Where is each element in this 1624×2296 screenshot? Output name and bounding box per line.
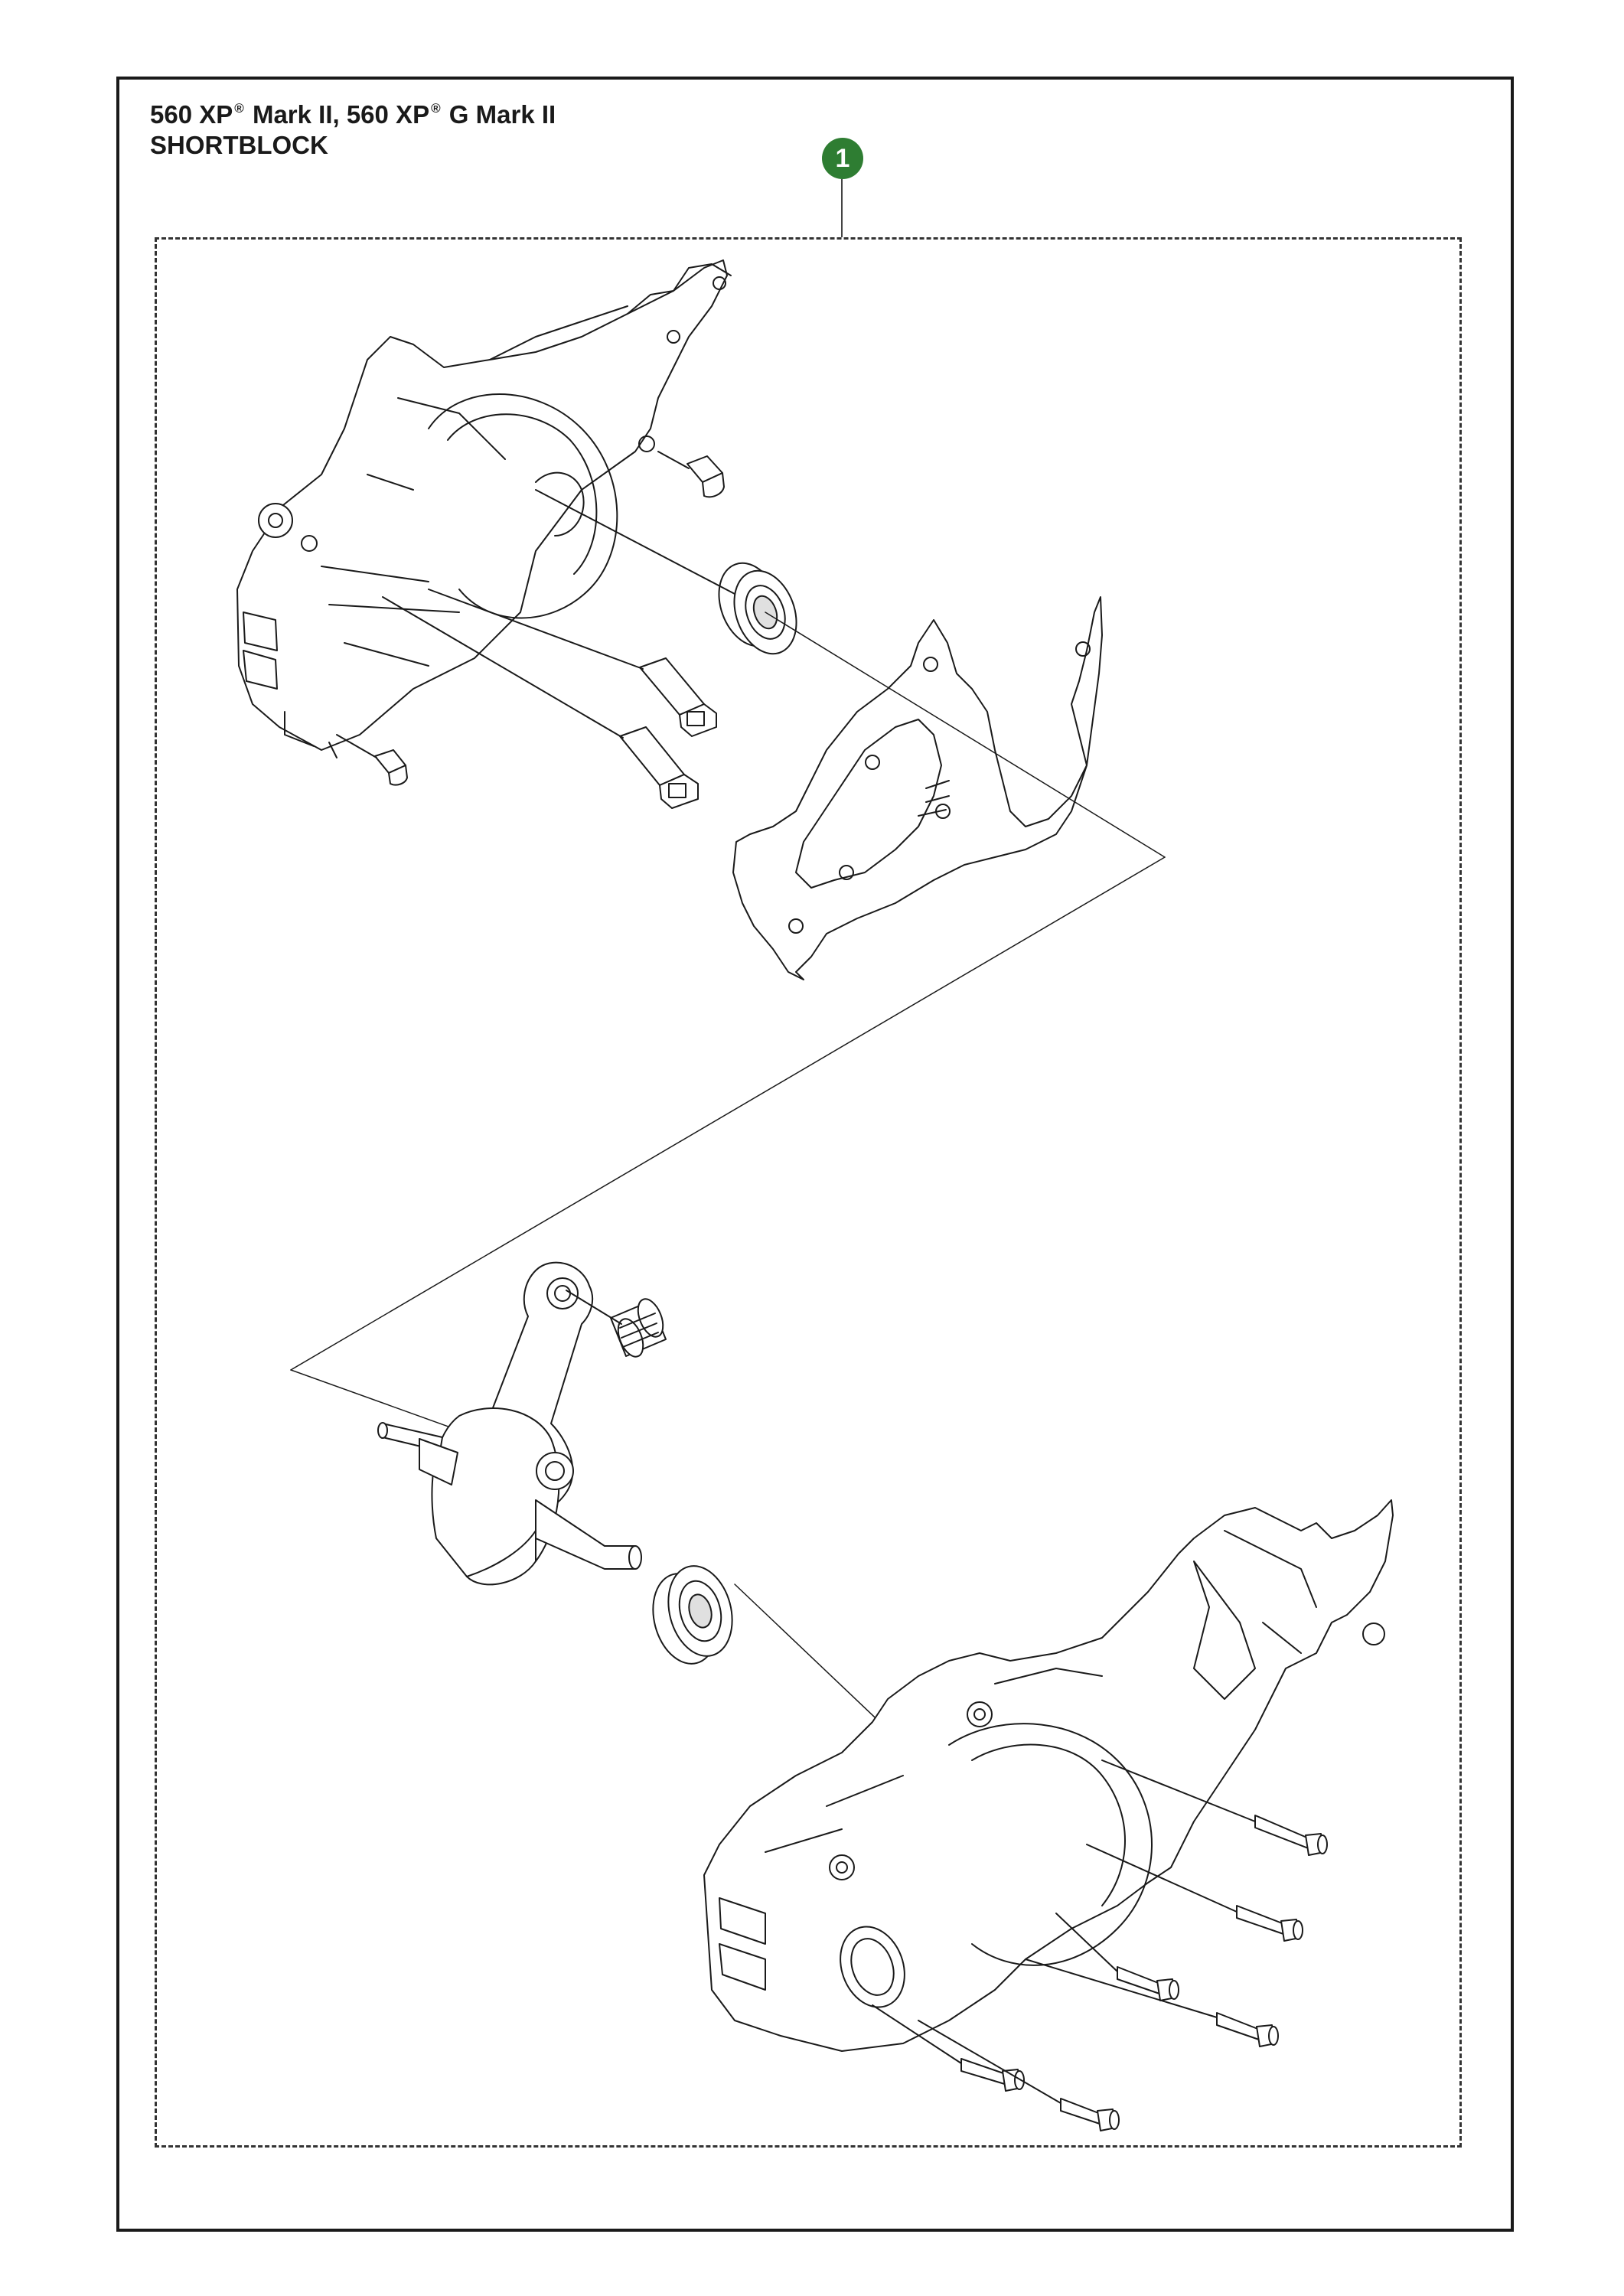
bushing-lower	[337, 735, 407, 785]
title-model-a: 560 XP	[150, 100, 233, 129]
callout-leader-line	[841, 179, 843, 237]
crankcase-gasket	[733, 597, 1102, 980]
crankcase-half-top	[237, 260, 731, 758]
shortblock-group-boundary	[155, 237, 1462, 2148]
screw-2	[1087, 1844, 1303, 1941]
spacer-bolt-2	[383, 597, 698, 808]
screw-6	[918, 2020, 1119, 2131]
diagram-frame	[116, 77, 1514, 2232]
title-model-b: Mark II, 560 XP	[245, 100, 430, 129]
main-bearing-upper	[536, 490, 807, 663]
title-model-c: G Mark II	[442, 100, 556, 129]
screw-3	[1056, 1913, 1179, 2001]
title-section: SHORTBLOCK	[150, 131, 328, 159]
registered-mark-1: ®	[234, 101, 244, 116]
screw-1	[1102, 1760, 1327, 1855]
spacer-bolt-1	[429, 589, 716, 736]
page-title: 560 XP® Mark II, 560 XP® G Mark II SHORT…	[150, 93, 556, 161]
screw-4	[1026, 1959, 1278, 2047]
callout-badge: 1	[822, 138, 863, 179]
bushing-upper	[658, 452, 724, 497]
assembly-alignment-lines	[291, 612, 1165, 1730]
crankshaft-assembly	[378, 1263, 641, 1585]
main-bearing-lower	[644, 1559, 742, 1671]
crankcase-half-bottom	[704, 1500, 1393, 2051]
screw-5	[872, 2005, 1024, 2091]
registered-mark-2: ®	[431, 101, 441, 116]
needle-bearing	[566, 1290, 668, 1360]
